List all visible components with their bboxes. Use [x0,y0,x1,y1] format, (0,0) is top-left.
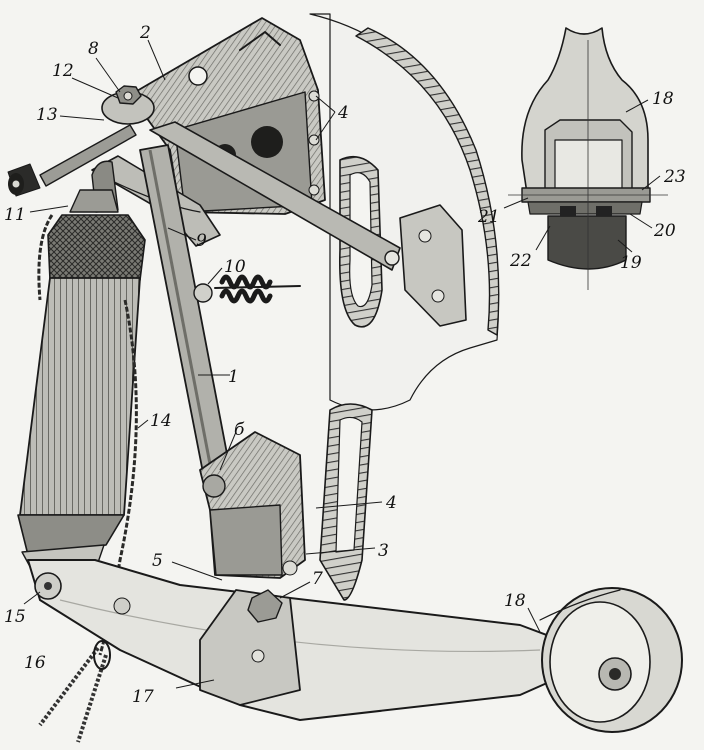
label-1: 1 [228,367,239,387]
control-rod [7,124,137,197]
detail-inset [508,27,668,290]
shock-absorber [17,160,146,586]
label-6: б [234,420,245,440]
label-18-inset: 18 [652,89,674,109]
diagonal-strut [149,121,467,327]
label-8: 8 [88,39,99,59]
part-labels: 1 2 3 4 4 5 б 7 8 9 10 11 12 13 14 15 16… [4,23,686,707]
pivot-bolt [101,85,155,125]
lower-bracket [199,431,306,579]
label-15: 15 [4,607,26,627]
label-4-upper: 4 [337,103,349,123]
label-12: 12 [52,61,74,81]
label-10: 10 [224,257,246,277]
label-18-wheel: 18 [504,591,526,611]
leader-lines [23,39,661,689]
label-14: 14 [150,411,172,431]
label-22: 22 [509,251,532,271]
mounting-bracket [129,17,326,215]
label-20: 20 [653,221,676,241]
label-5: 5 [152,551,163,571]
label-9: 9 [196,231,207,251]
label-21: 21 [477,207,500,227]
label-23: 23 [663,167,686,187]
label-17: 17 [132,687,154,707]
control-cables [38,640,111,743]
label-19: 19 [620,253,642,273]
label-13: 13 [36,105,58,125]
fuselage-frame [309,13,500,411]
tail-wheel [539,587,683,733]
axle-lever [27,559,566,721]
label-7: 7 [312,569,323,589]
label-2: 2 [139,23,151,43]
label-16: 16 [24,653,46,673]
lower-belt [319,403,373,601]
label-3: 3 [378,541,389,561]
spring [214,274,301,304]
label-11: 11 [4,205,26,225]
label-4-lower: 4 [385,493,397,513]
